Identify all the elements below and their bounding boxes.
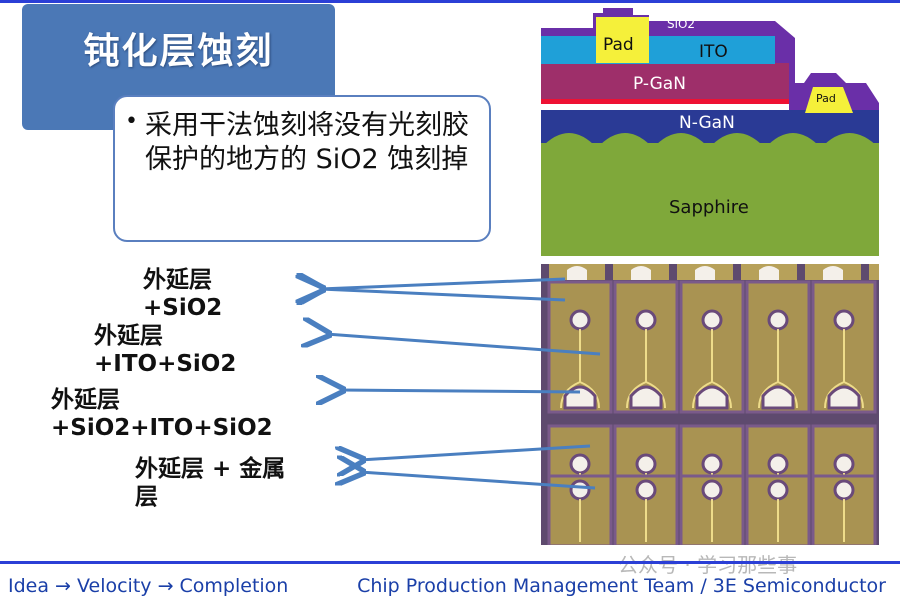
label-line: 层 xyxy=(135,484,158,510)
n-pad xyxy=(563,385,597,410)
ito-layer xyxy=(541,36,775,64)
finger-electrode xyxy=(692,329,732,409)
label-line: 外延层 xyxy=(94,323,163,349)
p-pad xyxy=(569,479,591,501)
p-pad xyxy=(635,453,657,475)
chip-cells xyxy=(547,264,879,545)
label-line: +SiO2+ITO+SiO2 xyxy=(51,415,273,441)
n-pad xyxy=(761,385,795,410)
label-line: 外延层 xyxy=(51,387,120,413)
label-line: 外延层 xyxy=(143,267,212,293)
finger-electrode xyxy=(824,329,864,409)
p-pad xyxy=(767,479,789,501)
arrow-sio2-a xyxy=(320,279,566,289)
right-pad xyxy=(805,87,853,113)
arrow-sio2-b xyxy=(320,289,566,300)
p-pad xyxy=(635,479,657,501)
strip-pad xyxy=(869,264,879,280)
label-line: 外延层 + 金属 xyxy=(135,456,286,482)
p-pad xyxy=(833,453,855,475)
footer-tagline: Idea → Velocity → Completion xyxy=(8,575,289,597)
pgan-layer xyxy=(541,63,789,103)
bullet-dot: • xyxy=(125,109,138,134)
bullet-box: • 采用干法蚀刻将没有光刻胶保护的地方的 SiO2 蚀刻掉 xyxy=(113,95,491,242)
pgan-label: P-GaN xyxy=(633,74,686,94)
ito-label: ITO xyxy=(699,42,728,62)
sio2-label: SiO2 xyxy=(667,17,695,31)
label-line: +ITO+SiO2 xyxy=(94,351,237,377)
strip-contact xyxy=(631,266,651,280)
p-pad xyxy=(569,453,591,475)
slide-title: 钝化层蚀刻 xyxy=(83,31,274,72)
patterned-sapphire xyxy=(541,133,879,163)
p-pad xyxy=(833,479,855,501)
n-pad xyxy=(695,385,729,410)
strip-contact xyxy=(567,266,587,280)
n-pad xyxy=(827,385,861,410)
label-sio2: 外延层 +SiO2 xyxy=(143,266,222,322)
footer-team: Chip Production Management Team / 3E Sem… xyxy=(357,575,886,597)
p-pad xyxy=(701,309,723,331)
p-pad xyxy=(569,309,591,331)
strip-contact xyxy=(695,266,715,280)
strip-contact xyxy=(823,266,843,280)
strip-contact xyxy=(759,266,779,280)
top-divider xyxy=(0,0,900,3)
top-pad xyxy=(596,17,649,63)
pad-top-label: Pad xyxy=(603,35,634,55)
bullet-text: 采用干法蚀刻将没有光刻胶保护的地方的 SiO2 蚀刻掉 xyxy=(145,110,469,175)
label-line: +SiO2 xyxy=(143,295,223,321)
label-metal: 外延层 + 金属 层 xyxy=(135,455,285,511)
finger-electrode xyxy=(758,329,798,409)
p-pad xyxy=(701,479,723,501)
label-sio2-ito-sio2: 外延层 +SiO2+ITO+SiO2 xyxy=(51,386,273,442)
p-pad xyxy=(767,309,789,331)
p-pad xyxy=(701,453,723,475)
cross-section-diagram: SiO2 Pad ITO P-GaN Pad N-GaN Sapphire xyxy=(541,3,879,256)
finger-electrode xyxy=(626,329,666,409)
ngan-label: N-GaN xyxy=(679,113,735,133)
watermark: 公众号 · 学习那些事 xyxy=(618,553,798,577)
mqw-layer xyxy=(541,99,789,104)
pad-right-label: Pad xyxy=(816,92,836,105)
label-ito-sio2: 外延层 +ITO+SiO2 xyxy=(94,322,236,378)
p-pad xyxy=(767,453,789,475)
microscope-photo xyxy=(541,264,879,545)
bottom-divider xyxy=(0,561,900,564)
sapphire-label: Sapphire xyxy=(669,197,749,218)
n-pad xyxy=(629,385,663,410)
p-pad xyxy=(833,309,855,331)
p-pad xyxy=(635,309,657,331)
